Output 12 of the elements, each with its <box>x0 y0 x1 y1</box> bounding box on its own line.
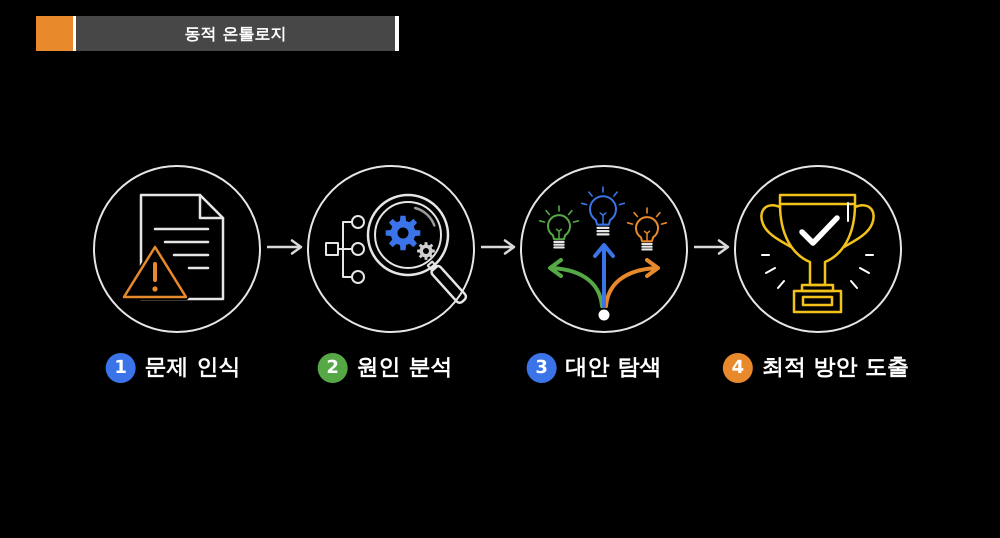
number-badge: 3 <box>526 352 557 382</box>
number-badge: 1 <box>106 352 136 382</box>
arrow <box>267 239 302 255</box>
arrow <box>481 239 516 255</box>
step-label: 문제 인식 <box>144 354 240 382</box>
title-bar: 동적 온톨로지 <box>73 16 399 51</box>
number-badge: 2 <box>318 352 348 382</box>
arrow <box>694 239 730 255</box>
step-label: 원인 분석 <box>356 354 452 382</box>
step-label: 대안 탐색 <box>566 354 662 382</box>
step-label: 최적 방안 도출 <box>762 354 910 382</box>
number-badge: 4 <box>722 352 753 382</box>
